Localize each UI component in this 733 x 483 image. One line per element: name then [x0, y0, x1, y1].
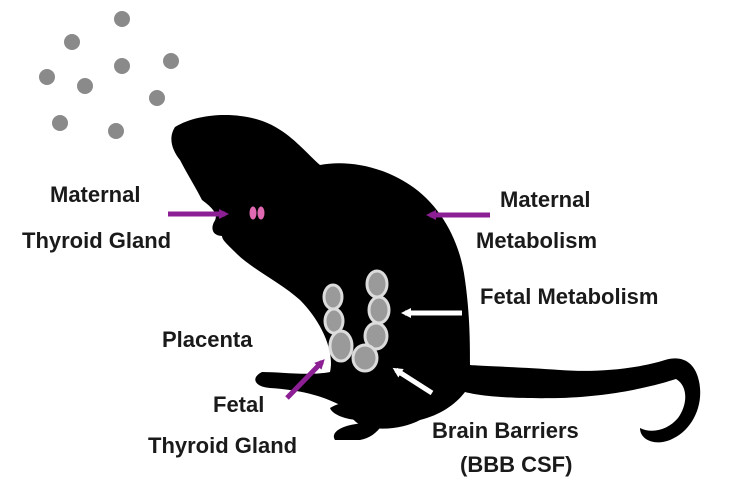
fetus: [353, 345, 377, 371]
thyroid-lobe: [258, 207, 265, 220]
particle: [114, 11, 130, 27]
fetus: [330, 331, 352, 361]
label-placenta: Placenta: [162, 328, 253, 352]
rat-front-paw: [330, 402, 365, 420]
thyroid-lobe: [250, 207, 257, 220]
label-fetal-thyroid-line2: Thyroid Gland: [148, 434, 297, 458]
particle: [163, 53, 179, 69]
particle: [52, 115, 68, 131]
fetus: [324, 285, 342, 309]
particle: [77, 78, 93, 94]
label-maternal-metabolism-line2: Metabolism: [476, 229, 597, 253]
particle: [149, 90, 165, 106]
label-fetal-thyroid-line1: Fetal: [213, 393, 264, 417]
fetus: [369, 297, 389, 323]
particles: [39, 11, 179, 139]
label-maternal-thyroid-line2: Thyroid Gland: [22, 229, 171, 253]
label-maternal-thyroid-line1: Maternal: [50, 183, 140, 207]
label-brain-barriers-line2: (BBB CSF): [460, 453, 572, 477]
particle: [39, 69, 55, 85]
fetus: [325, 309, 343, 333]
label-brain-barriers-line1: Brain Barriers: [432, 419, 579, 443]
particle: [114, 58, 130, 74]
fetus: [367, 271, 387, 297]
label-fetal-metabolism: Fetal Metabolism: [480, 285, 658, 309]
label-maternal-metabolism-line1: Maternal: [500, 188, 590, 212]
particle: [64, 34, 80, 50]
particle: [108, 123, 124, 139]
